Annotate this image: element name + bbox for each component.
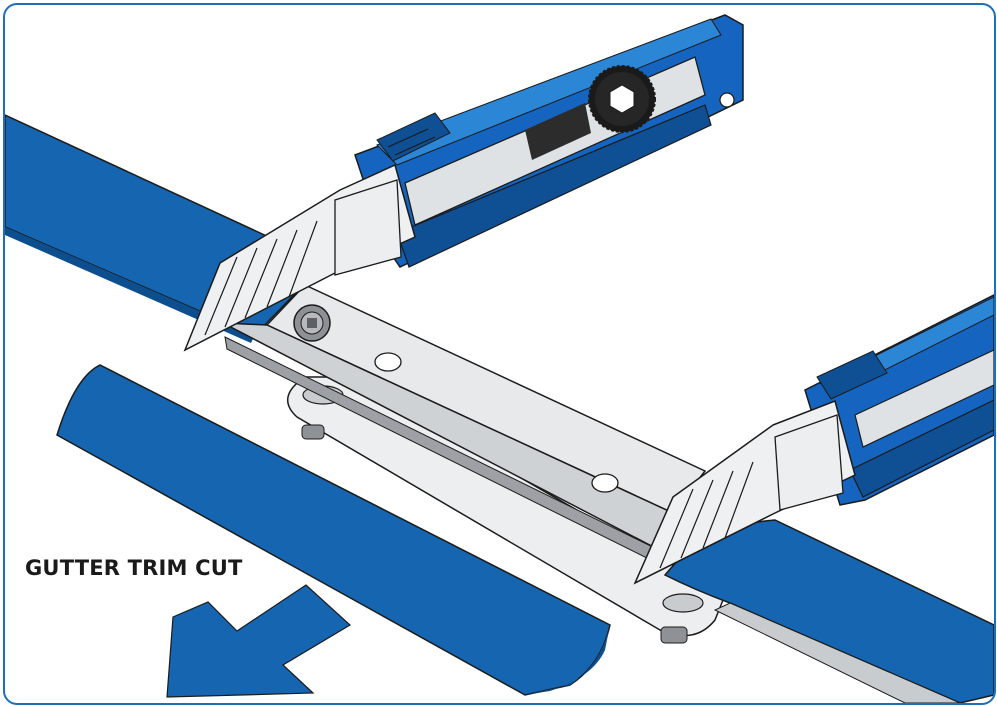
utility-knife-top (183, 14, 744, 352)
diagram-frame: GUTTER TRIM CUT (3, 3, 996, 705)
trim-illustration (5, 14, 994, 703)
utility-knife-right (633, 294, 994, 585)
steel-straightedge (222, 284, 707, 566)
caption-label: GUTTER TRIM CUT (25, 556, 243, 580)
trimmed-strip-piece (56, 364, 611, 696)
locking-wheel-icon (588, 65, 656, 133)
direction-arrow-icon (166, 584, 352, 698)
